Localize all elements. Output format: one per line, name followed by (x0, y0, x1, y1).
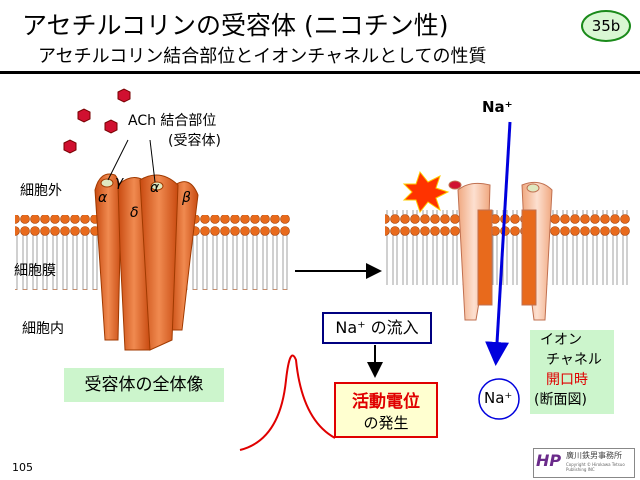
receptor-section (448, 180, 553, 321)
ach-site-label: ACh 結合部位 (128, 113, 217, 129)
subunit-alpha2: α (150, 180, 160, 196)
subunit-beta: β (182, 190, 191, 206)
title-divider (0, 71, 640, 74)
logo-mark: HP (536, 451, 562, 470)
membrane-label: 細胞膜 (14, 263, 56, 279)
receptor-whole (94, 173, 199, 351)
na-influx-box: Na⁺ の流入 (322, 312, 432, 344)
publisher-logo: HP 廣川鉄男事務所 Copyright © Hirokawa Tetsuo P… (533, 448, 635, 478)
subunit-delta: δ (130, 205, 139, 221)
subunit-gamma: γ (115, 174, 124, 190)
whole-view-box: 受容体の全体像 (64, 368, 224, 402)
ach-molecules (63, 88, 131, 154)
channel-line2: チャネル (546, 352, 602, 368)
channel-line4: (断面図) (534, 392, 587, 408)
action-potential-label: 活動電位 (352, 392, 420, 412)
na-ion-circle (478, 378, 520, 420)
page-number: 105 (12, 461, 33, 474)
na-top-label: Na⁺ (482, 98, 513, 116)
channel-line1: イオン (540, 332, 582, 348)
outside-label: 細胞外 (20, 183, 62, 199)
logo-copyright: Copyright © Hirokawa Tetsuo Publishing I… (566, 462, 625, 472)
slide-badge: 35b (581, 10, 631, 42)
na-bottom-label: Na⁺ (484, 389, 513, 407)
logo-name: 廣川鉄男事務所 (566, 451, 622, 460)
receptor-label: (受容体) (168, 133, 221, 149)
channel-line3: 開口時 (546, 372, 588, 388)
pointer-line (107, 139, 129, 181)
pointer-line (149, 139, 156, 183)
na-flow-arrow (485, 121, 512, 366)
inside-label: 細胞内 (22, 321, 64, 337)
page-title: アセチルコリンの受容体 (ニコチン性) (22, 11, 449, 40)
channel-box: イオン チャネル 開口時 (断面図) (530, 330, 614, 414)
page-subtitle: アセチルコリン結合部位とイオンチャネルとしての性質 (38, 46, 487, 67)
action-potential-waveform (239, 354, 336, 451)
action-potential-box: 活動電位 の発生 (334, 382, 438, 438)
subunit-alpha1: α (98, 190, 108, 206)
generation-label: の発生 (363, 414, 409, 432)
activation-burst-icon (402, 170, 450, 214)
membrane-right (385, 210, 630, 285)
